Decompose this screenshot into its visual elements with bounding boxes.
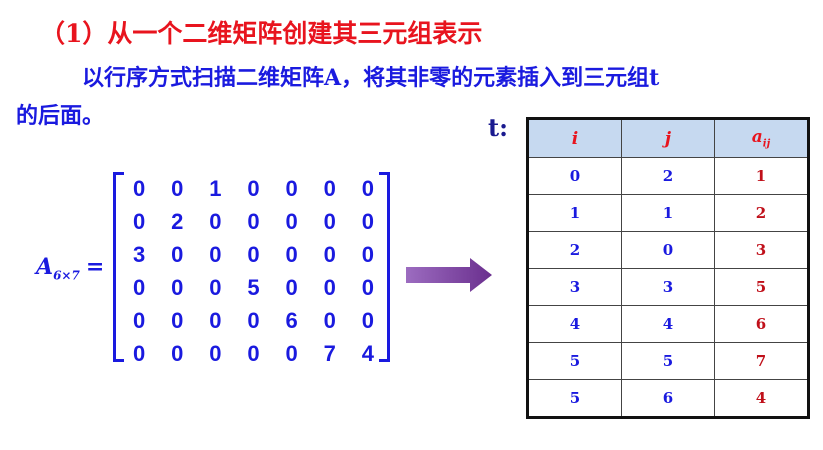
matrix-cell: 0 (247, 241, 260, 267)
table-cell: 6 (714, 305, 809, 343)
table-cell: 5 (527, 379, 622, 418)
header-i: i (527, 118, 622, 158)
matrix-cell: 0 (285, 208, 298, 234)
matrix-cell: 0 (171, 307, 184, 333)
matrix-cell: 0 (171, 175, 184, 201)
matrix-cell: 5 (247, 274, 260, 300)
matrix-cell: 0 (323, 241, 336, 267)
table-cell: 1 (621, 194, 715, 232)
matrix-cell: 0 (132, 208, 146, 234)
matrix-cell: 0 (323, 175, 336, 201)
matrix-cell: 1 (209, 175, 222, 201)
table-cell: 3 (621, 268, 715, 306)
table-cell: 2 (527, 231, 622, 269)
matrix-cell: 0 (209, 307, 222, 333)
matrix-cell: 0 (285, 175, 298, 201)
matrix-cell: 0 (361, 175, 375, 201)
matrix-cell: 0 (361, 241, 375, 267)
table-cell: 3 (527, 268, 622, 306)
matrix-label: A6×7= (36, 254, 105, 283)
matrix-cell: 0 (209, 208, 222, 234)
description-line-1: 以行序方式扫描二维矩阵A，将其非零的元素插入到三元组t (82, 65, 660, 91)
matrix-cell: 0 (171, 340, 184, 366)
table-cell: 2 (621, 157, 715, 195)
table-cell: 1 (527, 194, 622, 232)
matrix-cell: 0 (361, 208, 375, 234)
table-cell: 5 (527, 342, 622, 380)
matrix-cell: 0 (361, 274, 375, 300)
matrix-cell: 6 (285, 307, 298, 333)
table-cell: 6 (621, 379, 715, 418)
matrix-cell: 4 (361, 340, 375, 366)
matrix-cell: 0 (323, 274, 336, 300)
matrix-cell: 0 (285, 340, 298, 366)
matrix-cell: 0 (361, 307, 375, 333)
description-line-2: 的后面。 (16, 103, 105, 129)
table-cell: 0 (621, 231, 715, 269)
matrix-cell: 7 (323, 340, 336, 366)
matrix-cell: 0 (247, 340, 260, 366)
header-aij: aij (714, 118, 809, 158)
table-cell: 2 (714, 194, 809, 232)
table-cell: 0 (527, 157, 622, 195)
table-cell: 3 (714, 231, 809, 269)
matrix-cell: 0 (285, 274, 298, 300)
matrix-cell: 0 (323, 307, 336, 333)
table-cell: 1 (714, 157, 809, 195)
matrix-cell: 0 (132, 340, 146, 366)
matrix-cell: 0 (247, 208, 260, 234)
table-cell: 5 (714, 268, 809, 306)
matrix-cell: 0 (247, 307, 260, 333)
right-arrow-icon (406, 258, 492, 292)
matrix-cell: 0 (209, 340, 222, 366)
matrix-cell: 0 (209, 241, 222, 267)
table-cell: 4 (527, 305, 622, 343)
matrix-cell: 0 (132, 274, 146, 300)
table-cell: 5 (621, 342, 715, 380)
matrix-cell: 0 (247, 175, 260, 201)
matrix-cell: 0 (171, 274, 184, 300)
table-cell: 7 (714, 342, 809, 380)
matrix-cell: 2 (171, 208, 184, 234)
matrix-cell: 0 (171, 241, 184, 267)
table-label: t: (488, 113, 508, 142)
matrix-cell: 0 (285, 241, 298, 267)
matrix-cell: 0 (132, 307, 146, 333)
matrix-cell: 0 (132, 175, 146, 201)
matrix-cell: 0 (323, 208, 336, 234)
matrix-cell: 0 (209, 274, 222, 300)
slide-title: （1）从一个二维矩阵创建其三元组表示 (40, 19, 483, 48)
table-cell: 4 (621, 305, 715, 343)
header-j: j (621, 118, 715, 158)
matrix-cell: 3 (132, 241, 146, 267)
table-cell: 4 (714, 379, 809, 418)
